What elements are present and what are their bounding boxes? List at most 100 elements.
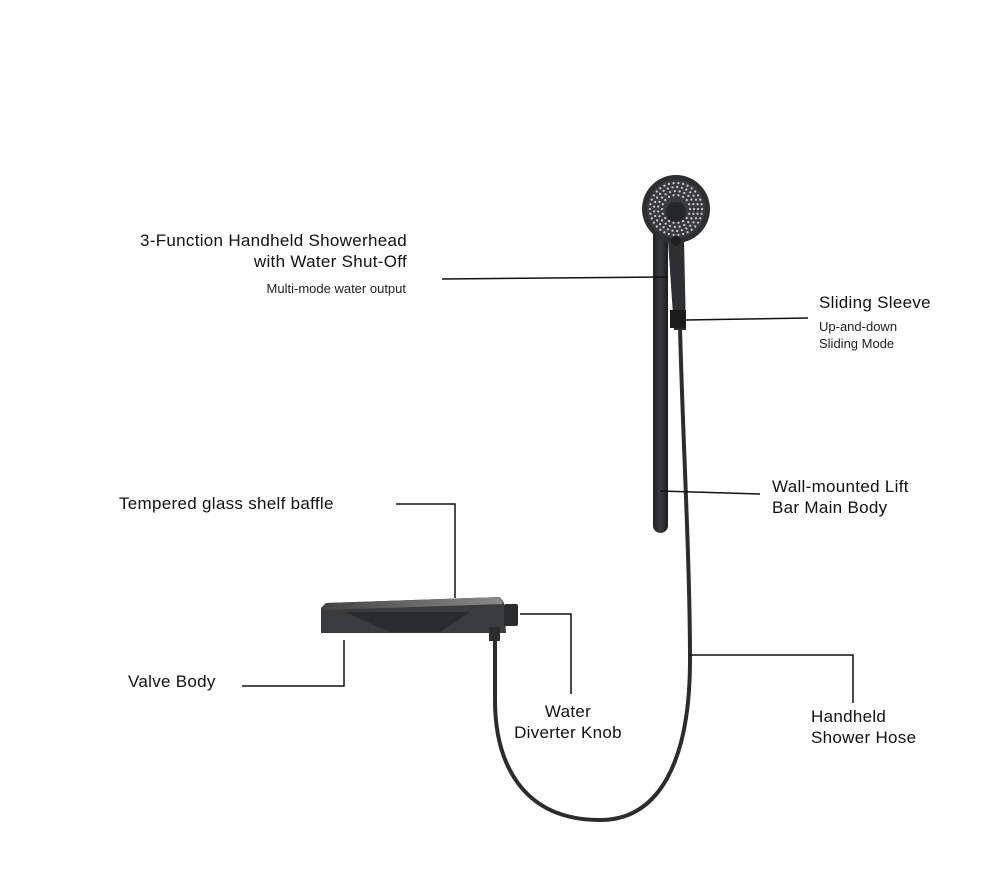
nozzle-dot: [664, 193, 667, 196]
nozzle-dot: [696, 212, 699, 215]
nozzle-dot: [672, 221, 675, 224]
nozzle-dot: [683, 223, 686, 227]
sleeve-label: Sliding Sleeve: [819, 293, 931, 312]
nozzle-dot: [690, 187, 693, 190]
nozzle-dot: [664, 216, 667, 220]
nozzle-dot: [678, 225, 681, 228]
nozzle-dot: [671, 186, 674, 189]
nozzle-dot: [692, 194, 695, 197]
nozzle-dot: [667, 232, 670, 236]
nozzle-dot: [685, 198, 688, 202]
nozzle-dot: [692, 207, 696, 211]
nozzle-dot: [664, 198, 667, 202]
nozzle-dot: [690, 198, 693, 201]
nozzle-dot: [677, 182, 680, 185]
nozzle-dot: [663, 231, 666, 234]
nozzle-dot: [690, 228, 693, 231]
nozzle-dot: [654, 200, 657, 204]
nozzle-dot: [656, 196, 659, 199]
glass-shelf-label: Tempered glass shelf baffle: [119, 494, 334, 513]
nozzle-dot: [672, 182, 675, 185]
nozzle-dot: [687, 194, 690, 197]
nozzle-dot: [668, 190, 672, 194]
nozzle-dot: [662, 226, 665, 229]
nozzle-dot: [692, 203, 695, 206]
showerhead-label-line1: 3-Function Handheld Showerhead: [139, 231, 407, 250]
nozzle-dot: [657, 205, 660, 208]
lift-bar-label: Wall-mounted Lift Bar Main Body: [772, 476, 909, 518]
nozzle-dot: [657, 210, 660, 213]
nozzle-dot: [700, 207, 704, 211]
hose-line2: Shower Hose: [811, 728, 917, 747]
nozzle-dot: [649, 203, 652, 206]
nozzle-dot: [687, 221, 690, 224]
nozzle-dot: [689, 224, 692, 227]
nozzle-dot: [656, 219, 659, 222]
nozzle-dot: [700, 203, 703, 206]
nozzle-dot: [658, 200, 661, 203]
nozzle-dot: [692, 221, 695, 224]
nozzle-dot: [694, 198, 698, 201]
showerhead-sub: Multi-mode water output: [266, 281, 406, 296]
nozzle-dot: [655, 225, 658, 228]
nozzle-dot: [663, 184, 666, 187]
nozzle-dot: [661, 203, 664, 206]
nozzle-dot: [681, 220, 685, 223]
nozzle-dot: [658, 192, 662, 195]
nozzle-dot: [676, 185, 679, 189]
nozzle-dot: [667, 220, 671, 223]
nozzle-dot: [685, 227, 688, 230]
lift-bar: [653, 225, 668, 533]
nozzle-dot: [649, 212, 652, 215]
nozzle-dot: [696, 203, 699, 206]
showerhead-label-line2: with Water Shut-Off: [253, 252, 407, 271]
nozzle-dot: [671, 229, 674, 232]
nozzle-dot: [680, 186, 683, 189]
nozzle-dot: [673, 189, 676, 193]
nozzle-dot: [658, 223, 662, 226]
nozzle-dot: [668, 224, 672, 228]
showerhead-handle: [668, 240, 686, 330]
nozzle-dot: [660, 207, 664, 211]
valve-body-label: Valve Body: [128, 672, 216, 691]
lift-bar-line2: Bar Main Body: [772, 498, 888, 517]
nozzle-dot: [686, 184, 689, 187]
nozzle-dot: [683, 191, 686, 195]
nozzle-dot: [652, 221, 655, 224]
nozzle-dot: [660, 219, 664, 222]
nozzle-dot: [652, 194, 655, 197]
nozzle-dot: [682, 182, 685, 186]
diverter-line1: Water: [544, 702, 592, 721]
hose-line1: Handheld: [811, 707, 887, 726]
nozzle-dot: [653, 205, 656, 208]
sliding-sleeve: [670, 310, 686, 328]
nozzle-dot: [677, 221, 680, 224]
lift-bar-line1: Wall-mounted Lift: [772, 477, 909, 496]
nozzle-dot: [648, 207, 652, 211]
nozzle-dot: [659, 187, 662, 190]
nozzle-dot: [664, 222, 667, 225]
diverter-line2: Diverter Knob: [514, 723, 622, 742]
nozzle-dot: [692, 212, 695, 215]
nozzle-dot: [694, 225, 697, 228]
nozzle-dot: [667, 195, 671, 198]
nozzle-dot: [688, 207, 692, 211]
nozzle-dot: [677, 233, 680, 236]
sleeve-sub2: Sliding Mode: [819, 336, 895, 351]
nozzle-dot: [662, 189, 665, 192]
nozzle-dot: [699, 217, 702, 220]
nozzle-dot: [666, 187, 669, 190]
showerhead: [642, 175, 710, 246]
nozzle-dot: [697, 194, 700, 197]
nozzle-dot: [672, 194, 675, 197]
nozzle-dot: [660, 196, 664, 199]
nozzle-dot: [696, 207, 700, 211]
nozzle-dot: [688, 212, 691, 215]
nozzle-dot: [682, 232, 685, 236]
nozzle-dot: [673, 225, 676, 229]
nozzle-dot: [694, 190, 697, 193]
showerhead-label: 3-Function Handheld Showerhead with Wate…: [140, 230, 407, 272]
nozzle-dot: [699, 198, 702, 201]
nozzle-dot: [654, 214, 657, 218]
